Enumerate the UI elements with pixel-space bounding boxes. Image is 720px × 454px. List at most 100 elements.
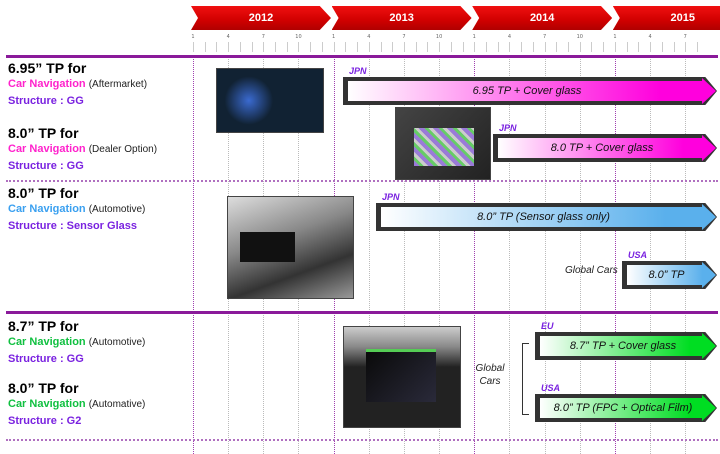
ford-sync-photo xyxy=(343,326,461,428)
month-tick xyxy=(427,42,429,52)
grid-line xyxy=(544,56,546,454)
grid-line xyxy=(650,56,652,454)
month-tick xyxy=(556,42,558,52)
grid-line xyxy=(474,56,476,454)
month-tick xyxy=(228,42,230,52)
month-tick xyxy=(544,42,546,52)
application-qualifier: (Aftermarket) xyxy=(88,79,148,90)
month-tick xyxy=(521,42,523,52)
roadmap-arrow: 8.0 TP + Cover glass xyxy=(493,134,717,162)
month-label: 4 xyxy=(507,34,512,40)
month-label: 10 xyxy=(295,34,302,40)
application-qualifier: (Automotive) xyxy=(88,337,146,348)
divider-top xyxy=(6,55,718,58)
structure-label: Structure : GG xyxy=(8,353,84,365)
month-label: 7 xyxy=(543,34,547,40)
month-label: 1 xyxy=(613,34,617,40)
month-tick xyxy=(450,42,452,52)
application-label: Car Navigation (Aftermarket) xyxy=(8,78,147,90)
application-label: Car Navigation (Automotive) xyxy=(8,336,145,348)
month-tick xyxy=(403,42,405,52)
roadmap-arrow-label: 8.7” TP + Cover glass xyxy=(540,333,716,359)
month-tick xyxy=(333,42,335,52)
region-label: USA xyxy=(541,383,561,393)
application-qualifier: (Automative) xyxy=(88,399,146,410)
product-title: 8.0” TP for xyxy=(8,380,79,396)
month-tick xyxy=(685,42,687,52)
month-tick xyxy=(345,42,347,52)
application-name: Car Navigation xyxy=(8,398,86,410)
month-label: 10 xyxy=(435,34,443,40)
month-tick xyxy=(310,42,312,52)
application-name: Car Navigation xyxy=(8,143,86,155)
month-label: 7 xyxy=(683,34,687,40)
product-title: 8.0” TP for xyxy=(8,125,79,141)
month-tick xyxy=(263,42,265,52)
roadmap-arrow-label: 6.95 TP + Cover glass xyxy=(348,78,716,104)
month-tick xyxy=(380,42,382,52)
month-tick xyxy=(661,42,663,52)
year-banner-2013: 2013 xyxy=(331,6,472,30)
application-name: Car Navigation xyxy=(8,203,86,215)
month-tick xyxy=(286,42,288,52)
roadmap-arrow: 8.7” TP + Cover glass xyxy=(535,332,717,360)
structure-label: Structure : GG xyxy=(8,160,84,172)
grid-line xyxy=(193,56,194,454)
region-label: EU xyxy=(541,321,554,331)
product-title: 8.0” TP for xyxy=(8,185,79,201)
region-label: JPN xyxy=(499,123,517,133)
region-label: JPN xyxy=(349,66,367,76)
month-tick xyxy=(193,42,194,52)
structure-label: Structure : G2 xyxy=(8,415,82,427)
roadmap-arrow: 8.0” TP xyxy=(622,261,717,289)
roadmap-arrow-label: 8.0” TP (FPC + Optical Film) xyxy=(540,395,716,421)
grid-line xyxy=(368,56,370,454)
month-tick xyxy=(497,42,499,52)
application-name: Car Navigation xyxy=(8,78,86,90)
month-label: 4 xyxy=(367,34,371,40)
region-label: JPN xyxy=(382,192,400,202)
month-tick xyxy=(298,42,300,52)
structure-label: Structure : GG xyxy=(8,95,84,107)
roadmap-arrow-label: 8.0 TP + Cover glass xyxy=(498,135,716,161)
month-label: 4 xyxy=(648,34,652,40)
application-label: Car Navigation (Automotive) xyxy=(8,203,145,215)
month-label: 1 xyxy=(191,34,195,40)
month-tick xyxy=(204,42,206,52)
month-tick xyxy=(239,42,241,52)
month-tick xyxy=(638,42,640,52)
month-tick xyxy=(439,42,441,52)
automotive-dashboard-photo xyxy=(227,196,354,299)
month-tick xyxy=(474,42,476,52)
application-label: Car Navigation (Automative) xyxy=(8,398,145,410)
month-tick xyxy=(251,42,253,52)
month-tick xyxy=(696,42,698,52)
month-tick xyxy=(462,42,464,52)
aftermarket-nav-photo xyxy=(216,68,324,133)
month-tick xyxy=(368,42,370,52)
month-tick xyxy=(415,42,417,52)
month-tick xyxy=(650,42,652,52)
product-title: 6.95” TP for xyxy=(8,60,87,76)
divider xyxy=(6,439,718,441)
year-banner-2015: 2015 xyxy=(612,6,720,30)
month-tick xyxy=(486,42,487,52)
grid-line xyxy=(579,56,581,454)
structure-label: Structure : Sensor Glass xyxy=(8,220,137,232)
month-tick xyxy=(614,42,616,52)
month-tick xyxy=(357,42,359,52)
month-tick xyxy=(591,42,593,52)
month-tick xyxy=(603,42,605,52)
month-label: 4 xyxy=(226,34,230,40)
application-name: Car Navigation xyxy=(8,336,86,348)
month-tick xyxy=(321,42,323,52)
product-title: 8.7” TP for xyxy=(8,318,79,334)
application-qualifier: (Dealer Option) xyxy=(88,144,158,155)
month-tick xyxy=(509,42,511,52)
grid-line xyxy=(614,56,616,454)
month-tick xyxy=(579,42,581,52)
dealer-nav-photo xyxy=(395,107,491,180)
application-qualifier: (Automotive) xyxy=(88,204,146,215)
month-label: 7 xyxy=(402,34,406,40)
month-tick xyxy=(532,42,534,52)
